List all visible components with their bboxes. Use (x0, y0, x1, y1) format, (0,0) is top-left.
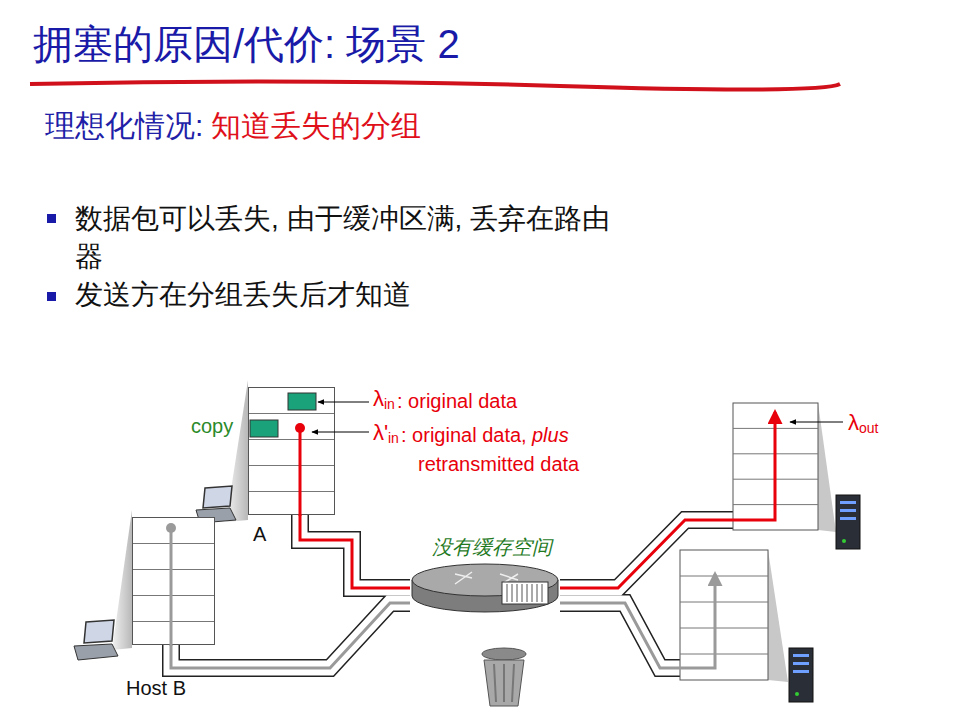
rate-note: : original data (397, 389, 517, 413)
slide-title: 拥塞的原因/代价: 场景 2 (33, 20, 460, 68)
rate-note: plus (532, 423, 569, 447)
host-shadow (112, 510, 132, 650)
buffer-stack (680, 403, 818, 680)
bullet-text: 数据包可以丢失, 由于缓冲区满, 丢弃在路由器 (75, 200, 615, 276)
buffer-slot (680, 576, 768, 577)
buffer-slot (680, 602, 768, 603)
trash-can (482, 648, 526, 706)
server-icon (836, 495, 860, 549)
rate-subscript: out (859, 420, 878, 437)
title-underline (30, 81, 840, 89)
delivered-flow (560, 412, 775, 588)
send-path (300, 515, 410, 588)
sender-host: Host B (132, 517, 215, 645)
router-buffer (502, 582, 548, 604)
rate-note: : original data, (401, 423, 527, 447)
buffer-slot (680, 628, 768, 629)
node-label: 没有缓存空间 (432, 535, 552, 559)
router: 没有缓存空间 (410, 562, 560, 614)
host-shadow (768, 550, 788, 682)
buffer-slot (680, 654, 768, 655)
node-label: Host B (126, 676, 186, 700)
delivered-flow (560, 574, 715, 668)
rate-symbol: λ (848, 410, 859, 436)
bullet-text: 发送方在分组丢失后才知道 (75, 278, 411, 312)
copy-label: copy (191, 414, 233, 438)
leader-line (790, 422, 843, 423)
node-label: A (253, 522, 266, 546)
rate-symbol: λ (373, 386, 384, 412)
subtitle-highlight: 知道丢失的分组 (211, 108, 421, 144)
laptop-icon (74, 620, 118, 660)
router-shape (410, 562, 560, 614)
subtitle: 理想化情况: (45, 108, 203, 144)
host-shadow (818, 403, 836, 532)
rate-subscript: in (384, 396, 395, 413)
bullet-mark (47, 214, 56, 223)
rate-note: retransmitted data (418, 452, 579, 476)
link-outline (171, 515, 775, 680)
sender-host: A (248, 387, 335, 515)
rate-symbol: λ' (373, 420, 388, 446)
bullet-mark (47, 292, 56, 301)
buffer-box (680, 550, 768, 680)
server-icon (789, 648, 813, 702)
rate-subscript: in (388, 430, 399, 447)
